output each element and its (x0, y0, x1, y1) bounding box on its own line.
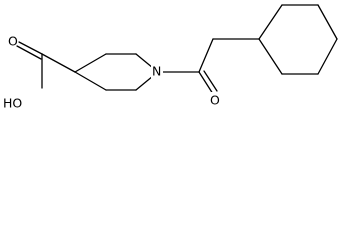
bond-amide-c-o-double-a (198, 71, 214, 95)
atom-label-piperidine-nitrogen: N (152, 64, 161, 79)
bond-carboxyl-c-o-double-b (16, 45, 42, 60)
amide-carbonyl-group (161, 70, 218, 95)
carboxylic-acid-group (16, 41, 76, 89)
chemical-structure-diagram: HO O N O (1, 4, 338, 111)
atom-label-amide-oxygen: O (210, 93, 220, 108)
bond-cy4-cy5 (317, 38, 338, 75)
bond-cy1-cy2 (258, 4, 283, 40)
methylene-linker (198, 38, 260, 73)
atom-mask-n (151, 64, 163, 80)
atom-label-hydroxyl: HO (3, 96, 22, 111)
atom-mask-amide-o (209, 92, 222, 108)
bond-cy3-cy4 (317, 4, 338, 40)
bond-amide-carbon-ch2 (198, 38, 214, 73)
bond-c2-n1 (135, 53, 154, 69)
bond-cy6-cy1 (258, 38, 283, 75)
piperidine-ring (74, 53, 154, 91)
bond-c4-carboxyl-carbon (41, 53, 76, 73)
bond-c4-c3 (74, 53, 107, 73)
atom-label-carboxyl-oxygen: O (8, 34, 18, 49)
bond-carboxyl-c-o-double-a (18, 41, 43, 55)
bond-c5-c4 (74, 71, 107, 91)
bond-n1-c6 (135, 75, 154, 91)
atom-mask-ho (1, 95, 25, 111)
bond-amide-c-o-double-b (203, 70, 218, 92)
cyclohexane-ring (258, 4, 338, 75)
atom-labels: HO O N O (1, 34, 222, 111)
